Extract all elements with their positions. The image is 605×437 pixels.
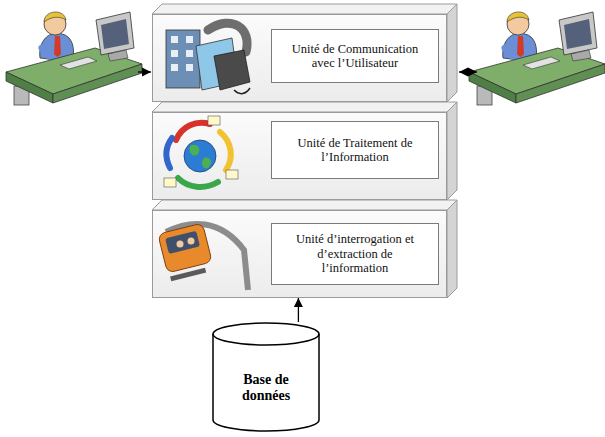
database-cylinder: Base de données — [212, 322, 320, 432]
left-user — [6, 12, 142, 105]
unit-slab: Unité de Communication avec l’Utilisateu… — [152, 14, 447, 102]
slab-faces — [152, 4, 457, 298]
slab-top-face — [152, 102, 457, 112]
unit-box: Unité d’interrogation et d’extraction de… — [271, 223, 439, 285]
unit-box: Unité de Traitement de l’Information — [271, 121, 439, 179]
connector-arrow — [298, 298, 299, 322]
slab-side-face — [447, 200, 457, 298]
unit-box: Unité de Communication avec l’Utilisateu… — [271, 29, 439, 83]
slab-side-face — [447, 4, 457, 102]
slab-top-face — [152, 200, 457, 210]
input-arrow — [138, 71, 151, 72]
unit-label: Unité d’interrogation et d’extraction de… — [291, 232, 419, 275]
cylinder-body — [213, 323, 319, 431]
exchange-arrow — [459, 71, 477, 72]
slab-side-face — [447, 102, 457, 200]
database-label: Base de données — [235, 372, 297, 404]
slab-top-face — [152, 4, 457, 14]
right-user — [469, 12, 605, 105]
cylinder-rim — [213, 334, 319, 345]
unit-label: Unité de Communication avec l’Utilisateu… — [291, 42, 419, 71]
unit-label: Unité de Traitement de l’Information — [291, 136, 419, 165]
unit-slab: Unité de Traitement de l’Information — [152, 112, 447, 200]
unit-slab: Unité d’interrogation et d’extraction de… — [152, 210, 447, 298]
